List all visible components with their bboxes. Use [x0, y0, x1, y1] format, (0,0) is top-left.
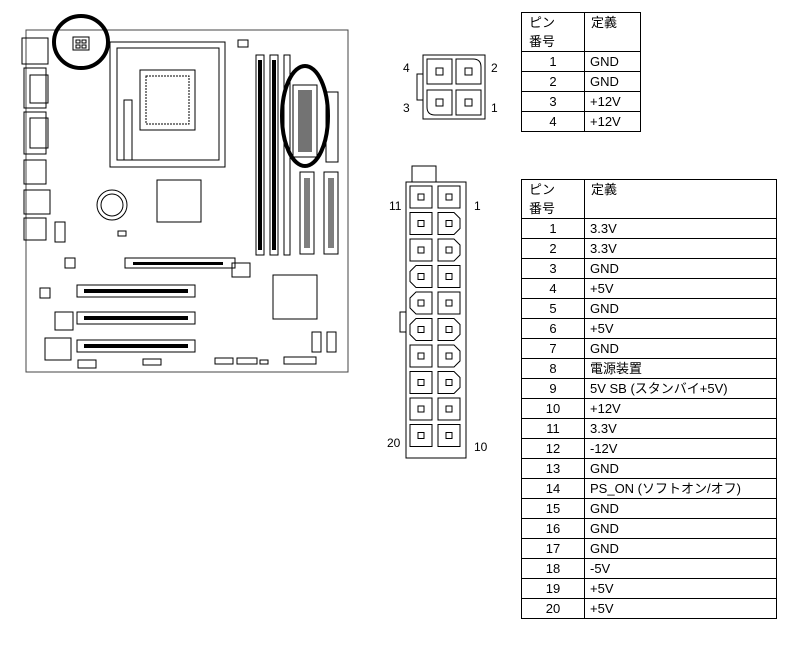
- def-header: 定義: [584, 12, 641, 52]
- pin-number: 18: [521, 558, 585, 579]
- highlight-circle-4pin: [52, 14, 110, 70]
- table-row: 20+5V: [521, 598, 777, 619]
- pin-definition: -5V: [584, 558, 777, 579]
- pin-definition: 3.3V: [584, 418, 777, 439]
- table-row: 18-5V: [521, 558, 777, 579]
- pin-definition: -12V: [584, 438, 777, 459]
- pin-definition: GND: [584, 498, 777, 519]
- pin-definition: +12V: [584, 91, 641, 112]
- pin-number: 1: [521, 51, 585, 72]
- pin-header-line2: 番号: [529, 201, 556, 216]
- pin-number: 13: [521, 458, 585, 479]
- def-header: 定義: [584, 179, 777, 219]
- pin-number: 16: [521, 518, 585, 539]
- pin-number: 11: [521, 418, 585, 439]
- pin-header: ピン 番号: [521, 12, 585, 52]
- table-row: 10+12V: [521, 398, 777, 419]
- pin-number: 20: [521, 598, 585, 619]
- highlight-circle-20pin: [280, 64, 330, 168]
- pin-definition: GND: [584, 458, 777, 479]
- pin-definition: GND: [584, 71, 641, 92]
- connector-20pin-diagram: [399, 165, 467, 459]
- pin-number: 17: [521, 538, 585, 559]
- conn20-label-tl: 11: [389, 199, 402, 213]
- pin-number: 9: [521, 378, 585, 399]
- table-row: 4+12V: [521, 111, 641, 132]
- table-row: 4+5V: [521, 278, 777, 299]
- connector-4pin-diagram: [416, 54, 486, 120]
- pin-header-line1: ピン: [529, 15, 556, 30]
- pin-definition: +5V: [584, 278, 777, 299]
- pin-definition: GND: [584, 298, 777, 319]
- conn4-label-tl: 4: [403, 61, 410, 75]
- pin-header-line2: 番号: [529, 34, 556, 49]
- pin-header-line1: ピン: [529, 182, 556, 197]
- pin-number: 3: [521, 258, 585, 279]
- pin-definition: +12V: [584, 111, 641, 132]
- pin-definition: PS_ON (ソフトオン/オフ): [584, 478, 777, 499]
- pin-number: 2: [521, 71, 585, 92]
- pin-definition: GND: [584, 338, 777, 359]
- pin-number: 7: [521, 338, 585, 359]
- pin-definition: 3.3V: [584, 218, 777, 239]
- pin-number: 3: [521, 91, 585, 112]
- table-row: 3+12V: [521, 91, 641, 112]
- pin-number: 4: [521, 111, 585, 132]
- pin-number: 1: [521, 218, 585, 239]
- pin-number: 15: [521, 498, 585, 519]
- pin-definition: GND: [584, 258, 777, 279]
- pin-definition: 3.3V: [584, 238, 777, 259]
- pin-number: 6: [521, 318, 585, 339]
- pin-number: 14: [521, 478, 585, 499]
- pin-header: ピン 番号: [521, 179, 585, 219]
- table-row: 6+5V: [521, 318, 777, 339]
- conn20-label-tr: 1: [474, 199, 481, 213]
- pin-definition: 5V SB (スタンバイ+5V): [584, 378, 777, 399]
- table-row: 19+5V: [521, 578, 777, 599]
- pin-definition: GND: [584, 518, 777, 539]
- table-row: 12-12V: [521, 438, 777, 459]
- pin-definition: +12V: [584, 398, 777, 419]
- pin-definition: +5V: [584, 318, 777, 339]
- conn4-label-bl: 3: [403, 101, 410, 115]
- conn20-label-br: 10: [474, 440, 488, 454]
- pin-definition: +5V: [584, 578, 777, 599]
- conn4-label-br: 1: [491, 101, 498, 115]
- motherboard-diagram: [21, 14, 349, 373]
- pin-number: 10: [521, 398, 585, 419]
- pin-definition: 電源装置: [584, 358, 777, 379]
- conn20-label-bl: 20: [387, 436, 401, 450]
- pin-definition: +5V: [584, 598, 777, 619]
- pin-number: 8: [521, 358, 585, 379]
- pin-number: 4: [521, 278, 585, 299]
- pin-number: 12: [521, 438, 585, 459]
- pin-number: 19: [521, 578, 585, 599]
- conn4-label-tr: 2: [491, 61, 498, 75]
- pin-number: 5: [521, 298, 585, 319]
- pin-definition: GND: [584, 51, 641, 72]
- pin-definition: GND: [584, 538, 777, 559]
- pin-number: 2: [521, 238, 585, 259]
